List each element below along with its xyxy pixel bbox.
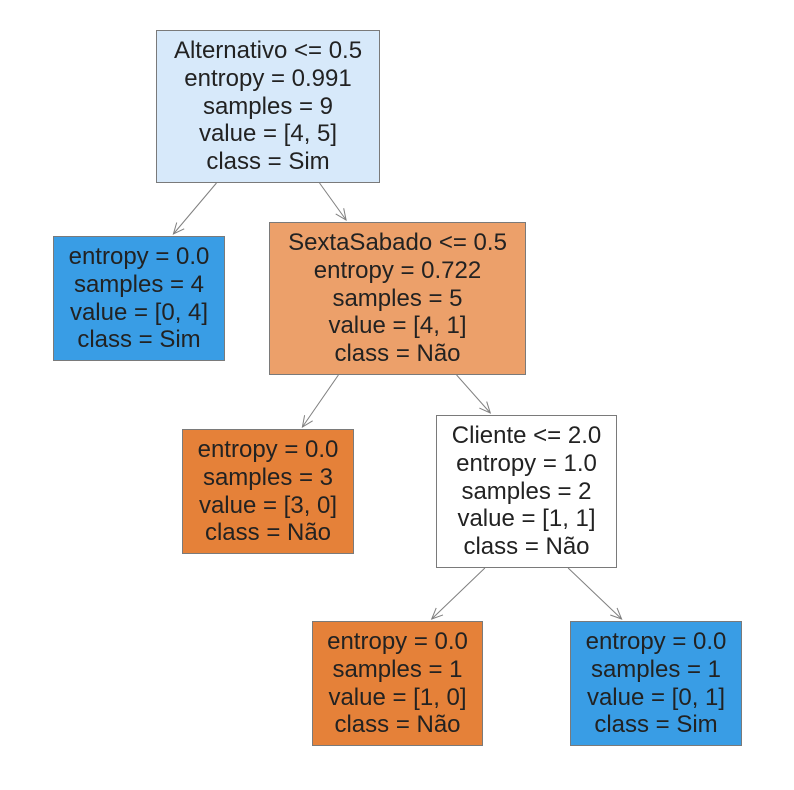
node-split-rule: Alternativo <= 0.5 — [173, 37, 363, 64]
node-entropy: entropy = 0.991 — [184, 64, 352, 92]
tree-leaf-1: entropy = 0.0 samples = 4 value = [0, 4]… — [53, 236, 225, 361]
tree-edge-arrowhead — [610, 607, 623, 620]
node-entropy: entropy = 0.0 — [197, 435, 339, 463]
tree-node-root: Alternativo <= 0.5 entropy = 0.991 sampl… — [156, 30, 380, 183]
tree-node-4: Cliente <= 2.0 entropy = 1.0 samples = 2… — [436, 415, 617, 568]
node-entropy: entropy = 0.722 — [313, 256, 482, 284]
node-entropy: entropy = 0.0 — [327, 627, 468, 655]
tree-edge-arrowhead — [479, 401, 492, 414]
node-class: class = Não — [334, 340, 461, 368]
tree-edge-node-4-leaf-6 — [567, 567, 622, 620]
node-class: class = Sim — [594, 711, 718, 739]
node-split-rule: Cliente <= 2.0 — [451, 422, 602, 449]
tree-edge-node-2-node-4 — [456, 374, 491, 414]
node-value: value = [4, 5] — [198, 120, 338, 148]
node-value: value = [1, 0] — [328, 683, 467, 711]
tree-edge-node-4-leaf-5 — [431, 567, 486, 620]
node-value: value = [4, 1] — [328, 312, 467, 340]
tree-node-2: SextaSabado <= 0.5 entropy = 0.722 sampl… — [269, 222, 526, 375]
node-samples: samples = 9 — [202, 92, 334, 120]
node-class: class = Sim — [77, 326, 201, 354]
tree-leaf-5: entropy = 0.0 samples = 1 value = [1, 0]… — [312, 621, 483, 746]
node-class: class = Não — [334, 711, 461, 739]
node-samples: samples = 1 — [590, 655, 722, 683]
node-value: value = [1, 1] — [457, 505, 596, 533]
node-class: class = Não — [204, 519, 332, 547]
node-samples: samples = 2 — [461, 477, 592, 505]
tree-edge-arrowhead — [301, 415, 313, 429]
node-class: class = Sim — [206, 148, 330, 176]
tree-edge-arrowhead — [430, 607, 444, 620]
node-value: value = [0, 1] — [586, 683, 726, 711]
node-entropy: entropy = 1.0 — [456, 449, 597, 477]
tree-edge-root-node-2 — [319, 182, 347, 221]
node-entropy: entropy = 0.0 — [585, 627, 727, 655]
tree-edge-root-leaf-1 — [173, 182, 217, 235]
tree-edge-node-2-leaf-3 — [301, 374, 339, 428]
tree-edge-arrowhead — [335, 208, 347, 221]
tree-leaf-3: entropy = 0.0 samples = 3 value = [3, 0]… — [182, 429, 354, 554]
tree-leaf-6: entropy = 0.0 samples = 1 value = [0, 1]… — [570, 621, 742, 746]
node-entropy: entropy = 0.0 — [68, 242, 210, 270]
node-samples: samples = 5 — [332, 284, 463, 312]
node-class: class = Não — [463, 533, 590, 561]
node-value: value = [0, 4] — [69, 298, 209, 326]
node-split-rule: SextaSabado <= 0.5 — [288, 229, 507, 256]
node-value: value = [3, 0] — [198, 491, 338, 519]
node-samples: samples = 1 — [332, 655, 463, 683]
tree-edge-arrowhead — [172, 222, 185, 235]
node-samples: samples = 4 — [73, 270, 205, 298]
node-samples: samples = 3 — [202, 463, 334, 491]
